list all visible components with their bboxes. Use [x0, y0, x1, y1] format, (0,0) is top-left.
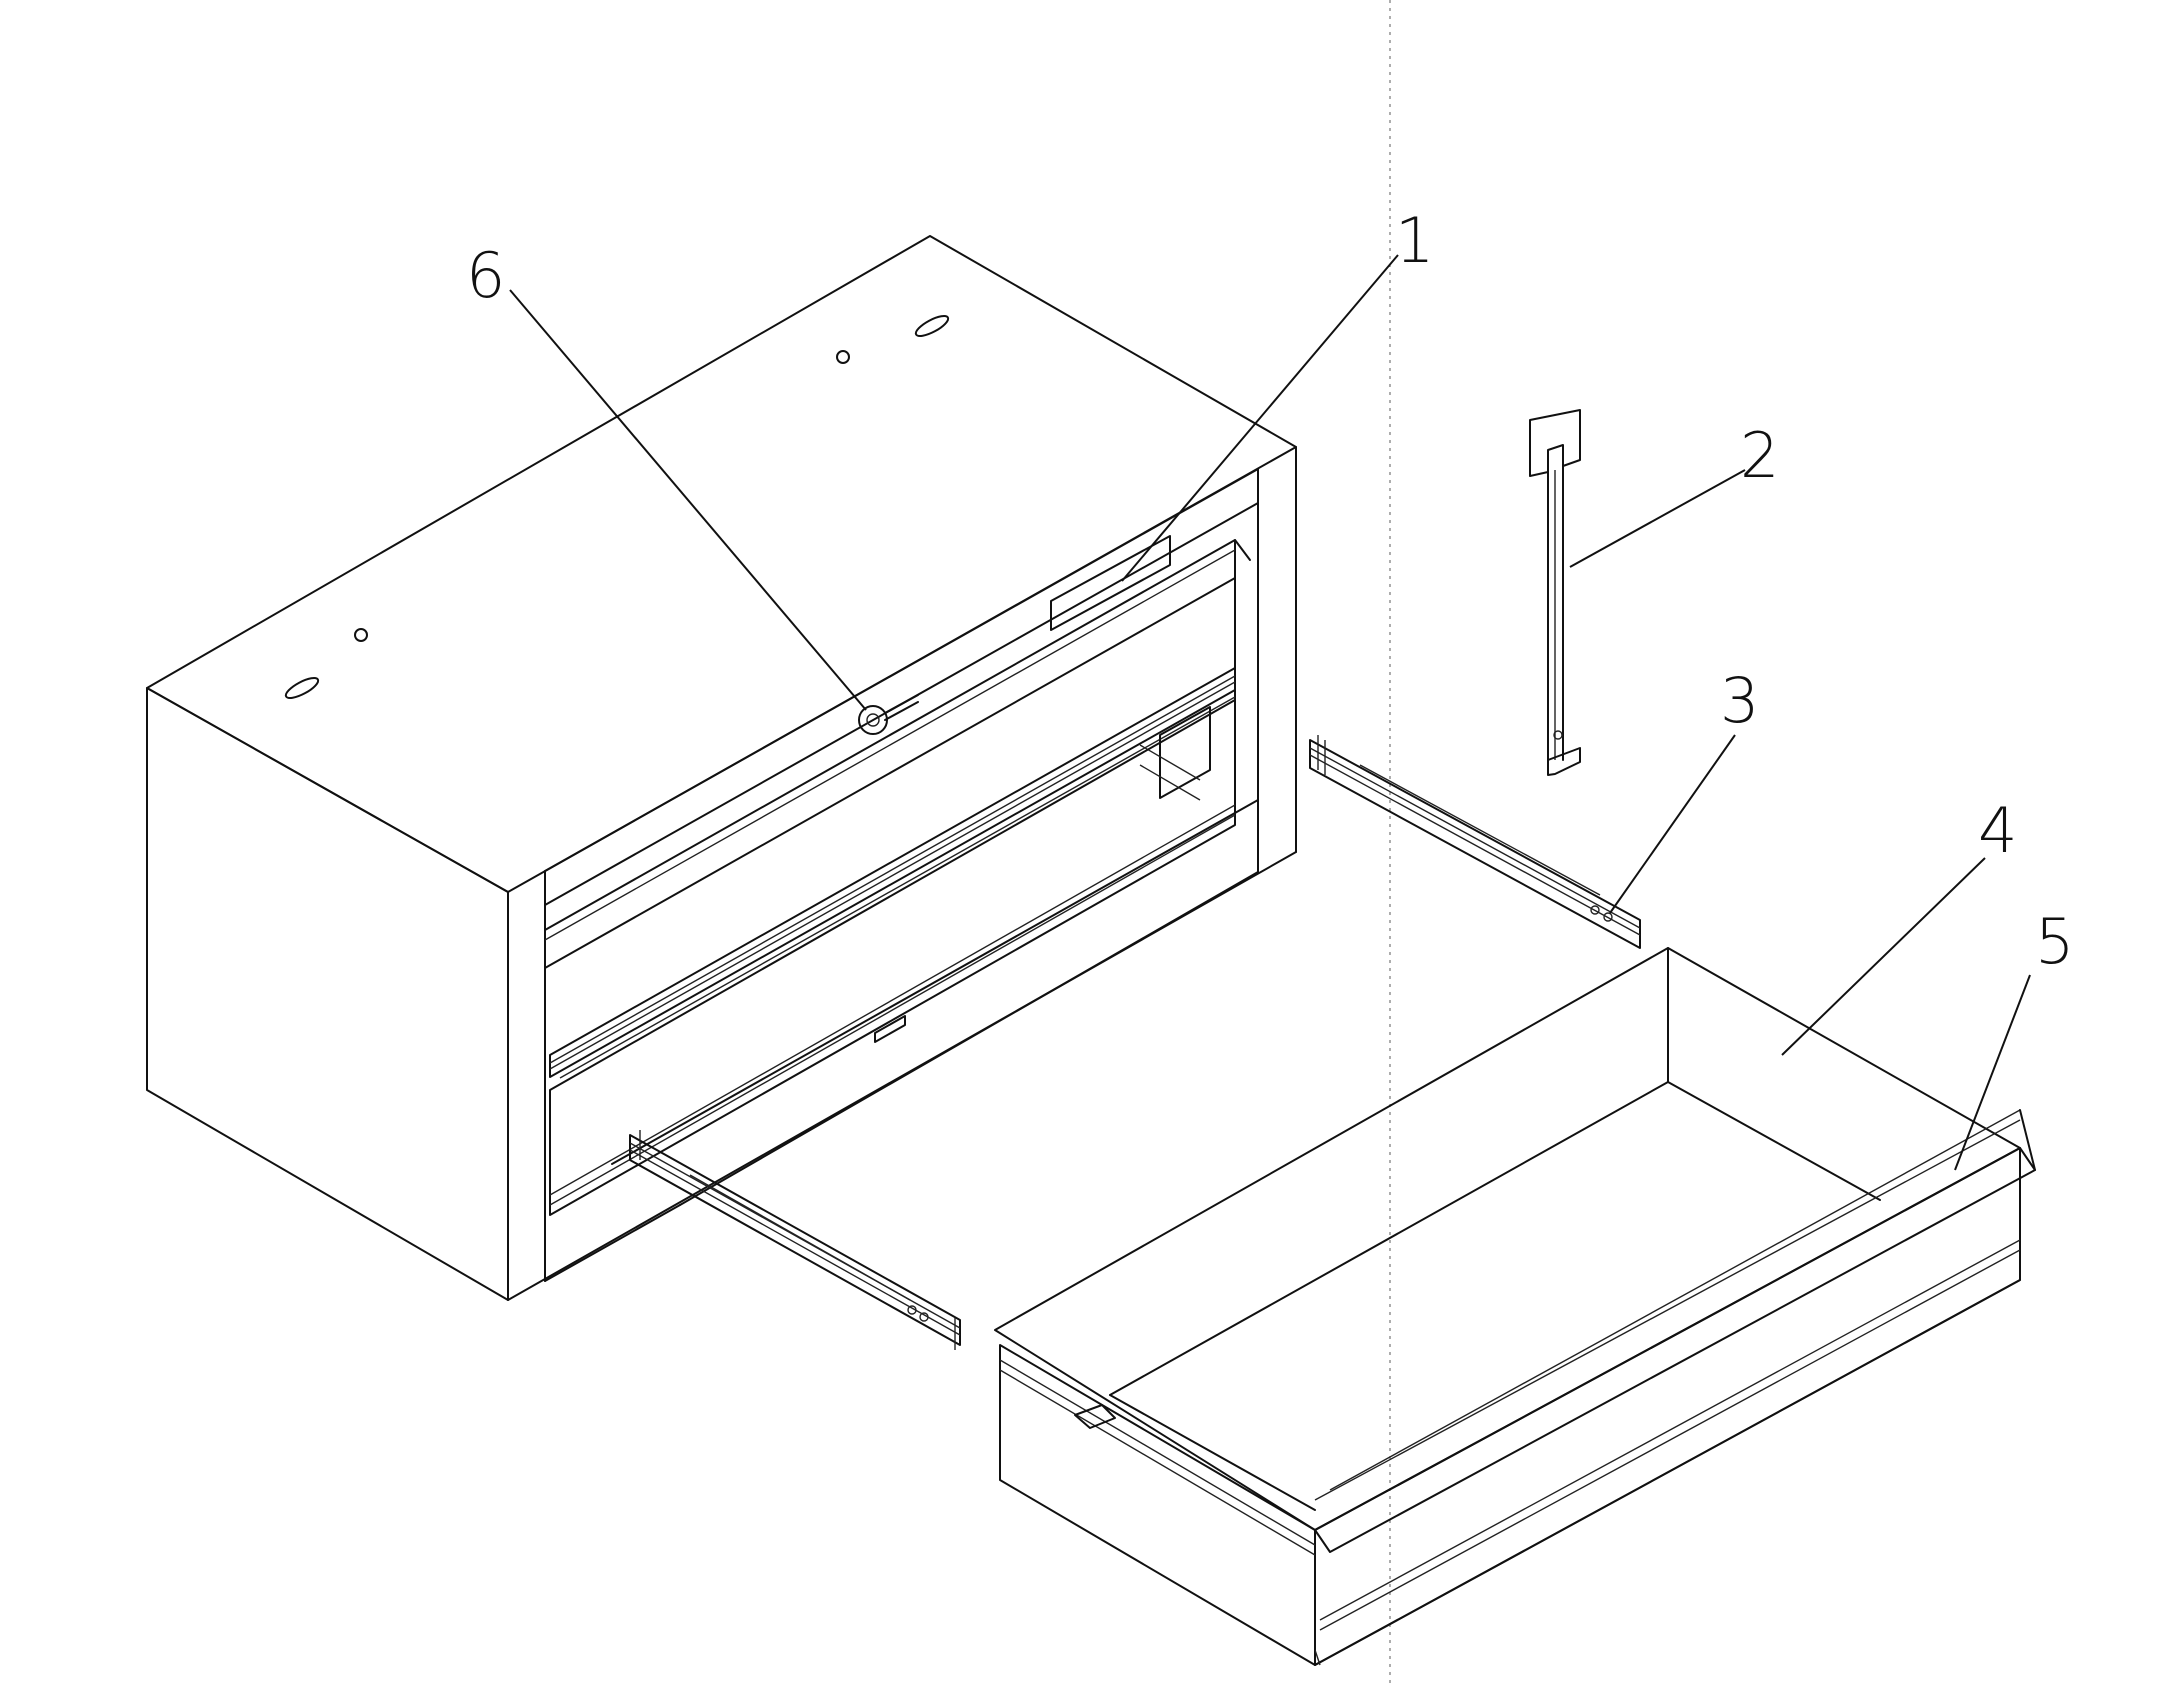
- leader-3: [1609, 734, 1736, 914]
- middle-rail: [549, 667, 1236, 1078]
- drawer-slide-left: [629, 1130, 961, 1350]
- callout-label-6: 6: [466, 239, 505, 312]
- drawer-side-face: [1314, 1147, 2021, 1666]
- leader-4: [1781, 857, 1986, 1056]
- top-hole-right: [836, 350, 850, 364]
- tool-cabinet: [146, 235, 1297, 1301]
- callout-label-1: 1: [1395, 204, 1434, 277]
- drawer-front-face: [999, 1344, 1316, 1666]
- top-hole-left: [354, 628, 368, 642]
- drawer-front-handle: [1074, 1404, 1116, 1429]
- top-slot-right: [914, 315, 950, 337]
- leader-5: [1954, 974, 2031, 1171]
- drawer-bracket: [1529, 409, 1581, 776]
- cabinet-side: [146, 687, 509, 1301]
- lower-drawer-front: [549, 699, 1236, 1216]
- label-plate: [1050, 535, 1171, 631]
- callout-label-4: 4: [1978, 794, 2017, 867]
- leader-6: [509, 289, 867, 711]
- lower-drawer-handle: [874, 1015, 906, 1043]
- drawer-slide-right: [1309, 735, 1641, 949]
- top-slot-left: [284, 677, 320, 699]
- upper-drawer-front: [544, 539, 1236, 969]
- drawer-rim: [994, 947, 2021, 1531]
- leader-1: [1121, 254, 1399, 582]
- leader-2: [1569, 469, 1746, 568]
- leader-lines: [509, 254, 2031, 1171]
- drawer: [994, 947, 2036, 1666]
- drawer-pull: [1314, 1147, 2036, 1553]
- callout-label-3: 3: [1720, 664, 1759, 737]
- cabinet-top: [146, 235, 1297, 893]
- callout-label-2: 2: [1740, 419, 1779, 492]
- lock-icon: [858, 694, 919, 735]
- callout-label-5: 5: [2035, 905, 2074, 978]
